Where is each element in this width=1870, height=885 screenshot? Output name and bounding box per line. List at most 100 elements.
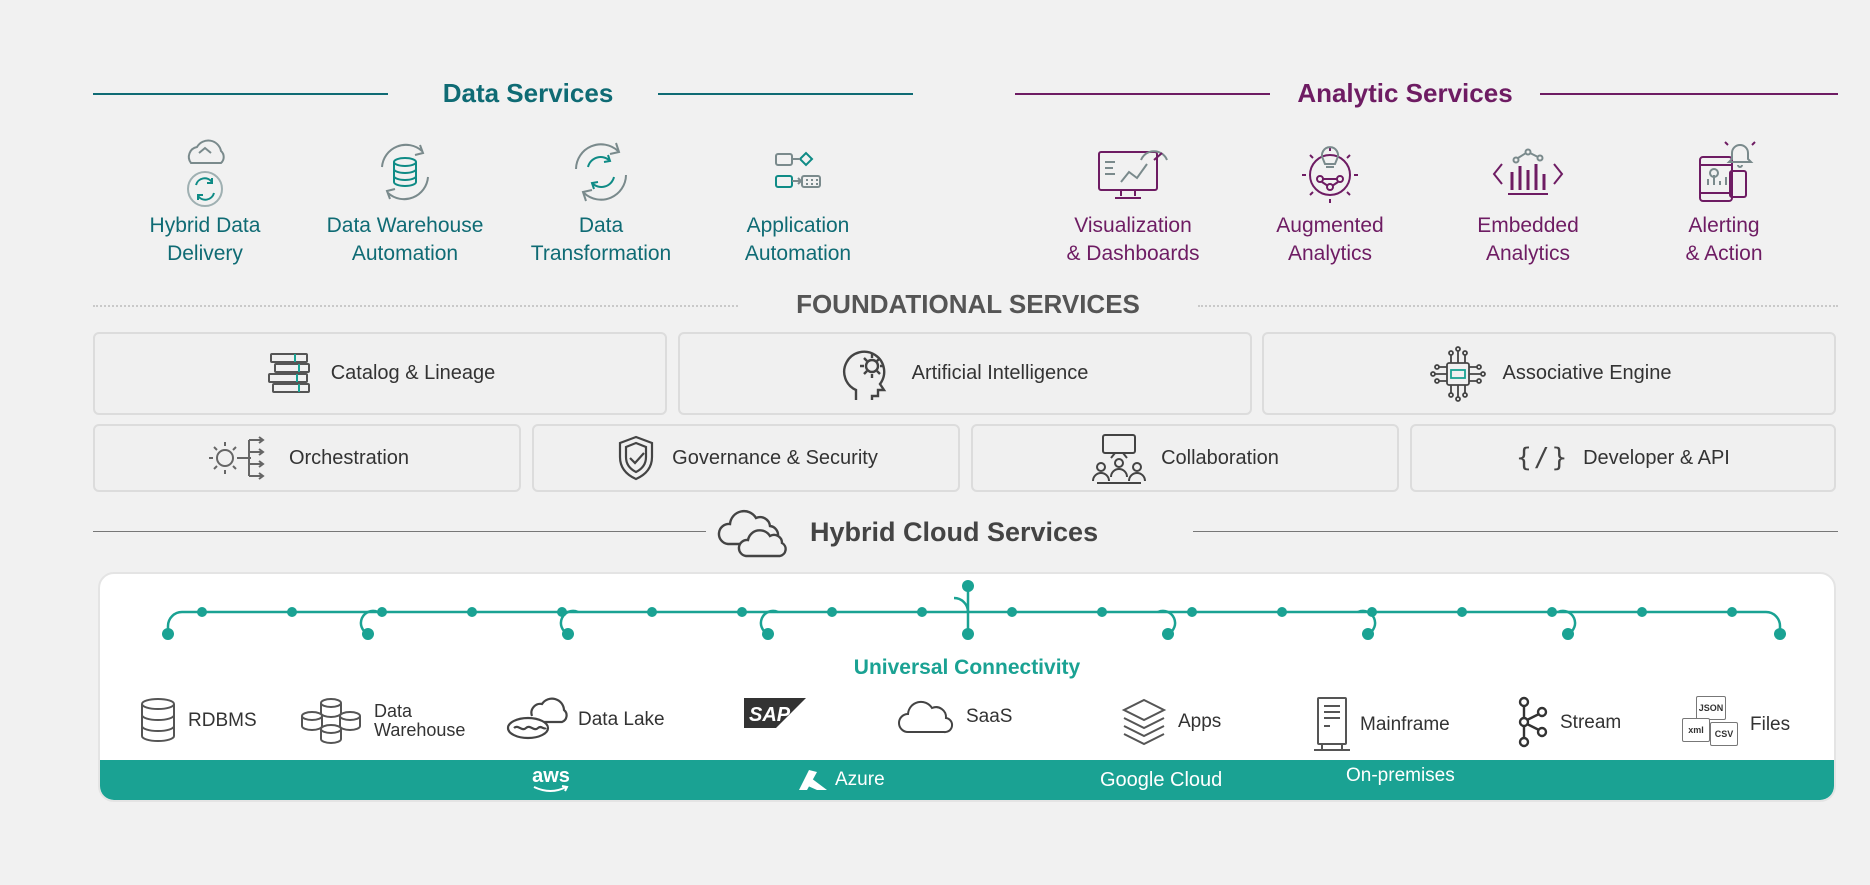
warehouse-stack-icon xyxy=(301,698,361,744)
service-application-automation[interactable]: Application Automation xyxy=(698,132,898,268)
csv-badge: CSV xyxy=(1710,722,1738,746)
card-orchestration[interactable]: Orchestration xyxy=(93,424,521,492)
service-hybrid-data-delivery[interactable]: Hybrid Data Delivery xyxy=(105,132,305,268)
data-services-rule-left xyxy=(93,93,388,95)
chip-icon xyxy=(1429,345,1486,402)
service-label-line1: Data Warehouse xyxy=(326,214,484,237)
card-label: Collaboration xyxy=(1161,446,1279,469)
card-label: Developer & API xyxy=(1583,446,1730,469)
source-files[interactable]: JSON xml CSV Files xyxy=(1682,696,1790,752)
gear-arrows-icon xyxy=(208,436,265,480)
card-artificial-intelligence[interactable]: Artificial Intelligence xyxy=(678,332,1252,415)
analytic-services-rule-left xyxy=(1015,93,1270,95)
source-label: Files xyxy=(1750,713,1791,735)
files-icon: JSON xml CSV xyxy=(1682,696,1740,752)
service-label-line2: & Action xyxy=(1685,242,1763,265)
aws-smile-icon xyxy=(533,785,569,792)
source-label: SaaS xyxy=(966,705,1013,727)
service-data-transformation[interactable]: Data Transformation xyxy=(501,132,701,268)
hybrid-data-delivery-icon xyxy=(187,139,225,207)
cloud-icon xyxy=(717,509,787,558)
source-apps[interactable]: Apps xyxy=(1120,696,1221,746)
people-meeting-icon xyxy=(1092,434,1147,484)
service-embedded-analytics[interactable]: Embedded Analytics xyxy=(1428,132,1628,268)
server-icon xyxy=(1314,697,1350,751)
service-label-line1: Data xyxy=(578,214,624,237)
card-label: Governance & Security xyxy=(672,446,878,469)
data-warehouse-automation-icon xyxy=(381,143,429,201)
code-brackets-icon: {/} xyxy=(1516,443,1570,473)
analytic-services-title: Analytic Services xyxy=(1297,78,1513,108)
card-collaboration[interactable]: Collaboration xyxy=(971,424,1399,492)
google-cloud-label: Google Cloud xyxy=(1100,768,1223,791)
cloud-on-premises[interactable]: On-premises xyxy=(1346,756,1455,796)
azure-logo-icon xyxy=(799,770,827,790)
service-visualization-dashboards[interactable]: Visualization & Dashboards xyxy=(1033,132,1233,268)
visualization-dashboard-icon xyxy=(1098,150,1168,199)
connectivity-panel: Universal Connectivity RDBMS Data Wareho… xyxy=(98,572,1836,802)
stream-icon xyxy=(1518,696,1548,748)
service-label-line2: Transformation xyxy=(530,242,672,265)
alerting-action-icon xyxy=(1699,141,1756,202)
card-label: Associative Engine xyxy=(1502,362,1672,384)
layers-icon xyxy=(1121,698,1167,746)
cloud-platforms-bar: aws Azure Google Cloud On-premises xyxy=(100,760,1834,800)
azure-label: Azure xyxy=(835,769,885,790)
card-label: Catalog & Lineage xyxy=(330,362,496,384)
card-developer-api[interactable]: {/} Developer & API xyxy=(1410,424,1836,492)
service-label-line2: Delivery xyxy=(167,242,243,265)
hybrid-cloud-rule-left xyxy=(93,531,706,532)
source-data-lake[interactable]: Data Lake xyxy=(506,696,665,742)
source-data-warehouse[interactable]: Data Warehouse xyxy=(298,696,465,746)
source-rdbms[interactable]: RDBMS xyxy=(138,696,257,744)
aws-logo-icon: aws xyxy=(532,765,570,793)
source-stream[interactable]: Stream xyxy=(1514,696,1621,748)
svg-text:SAP: SAP xyxy=(749,704,791,726)
source-label-line2: Warehouse xyxy=(374,720,466,740)
saas-cloud-icon xyxy=(898,700,954,734)
source-label-line1: Data xyxy=(374,701,413,721)
hybrid-cloud-title: Hybrid Cloud Services xyxy=(810,516,1099,547)
card-catalog-lineage[interactable]: Catalog & Lineage xyxy=(93,332,667,415)
database-icon xyxy=(141,698,175,742)
data-services-rule-right xyxy=(658,93,913,95)
service-label-line2: Automation xyxy=(744,242,852,265)
source-sap[interactable]: SAP xyxy=(744,696,808,730)
aws-label: aws xyxy=(532,765,570,787)
on-premises-label: On-premises xyxy=(1346,765,1455,786)
source-label: Data Warehouse xyxy=(374,702,465,740)
hybrid-cloud-rule-right xyxy=(1193,531,1838,532)
source-saas[interactable]: SaaS xyxy=(896,696,1012,736)
hybrid-cloud-heading: Hybrid Cloud Services xyxy=(716,502,1186,562)
source-label: RDBMS xyxy=(188,709,257,731)
service-label-line1: Augmented xyxy=(1276,214,1384,237)
service-label-line2: Analytics xyxy=(1485,242,1571,265)
connectivity-network xyxy=(162,580,1786,640)
books-icon xyxy=(267,352,310,393)
source-label: Stream xyxy=(1560,711,1622,733)
service-label-line1: Hybrid Data xyxy=(149,214,261,237)
card-governance-security[interactable]: Governance & Security xyxy=(532,424,960,492)
foundational-rule-right xyxy=(1198,305,1838,307)
service-label-line1: Alerting xyxy=(1688,214,1760,237)
foundational-rule-left xyxy=(93,305,738,307)
head-gear-icon xyxy=(842,350,886,400)
service-label-line2: Automation xyxy=(351,242,459,265)
source-label: Apps xyxy=(1178,710,1222,732)
data-services-title: Data Services xyxy=(442,78,614,108)
service-data-warehouse-automation[interactable]: Data Warehouse Automation xyxy=(305,132,505,268)
cloud-aws[interactable]: aws xyxy=(532,760,570,800)
data-transformation-icon xyxy=(575,142,627,202)
cloud-azure[interactable]: Azure xyxy=(797,760,885,800)
analytic-services-rule-right xyxy=(1540,93,1838,95)
service-label-line1: Visualization xyxy=(1074,214,1192,237)
source-label: Mainframe xyxy=(1360,713,1450,735)
source-mainframe[interactable]: Mainframe xyxy=(1314,696,1450,752)
card-associative-engine[interactable]: Associative Engine xyxy=(1262,332,1836,415)
service-augmented-analytics[interactable]: Augmented Analytics xyxy=(1230,132,1430,268)
service-alerting-action[interactable]: Alerting & Action xyxy=(1624,132,1824,268)
application-automation-icon xyxy=(775,151,821,188)
card-label: Artificial Intelligence xyxy=(911,362,1089,384)
embedded-analytics-icon xyxy=(1492,148,1564,195)
cloud-google-cloud[interactable]: Google Cloud xyxy=(1100,760,1222,800)
